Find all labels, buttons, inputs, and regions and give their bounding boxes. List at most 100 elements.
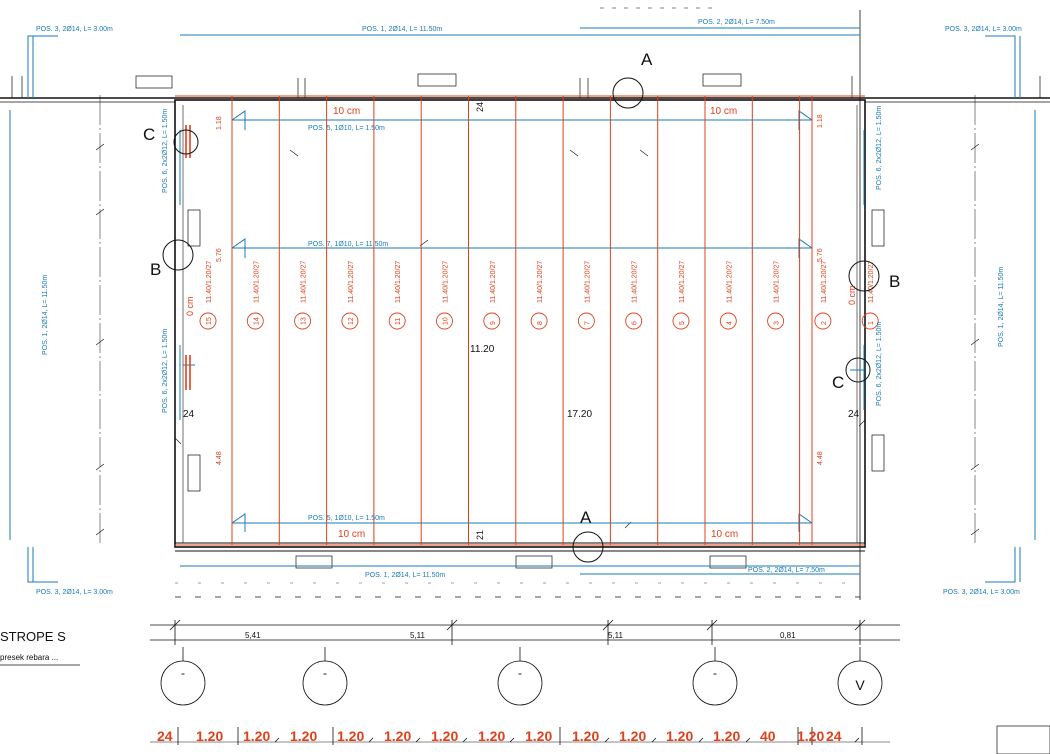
joist-lines bbox=[231, 96, 801, 545]
rebar-label-bottom-pos2: POS. 2, 2Ø14, L= 7.50m bbox=[748, 567, 825, 574]
axis-dim-2: 5,11 bbox=[410, 631, 426, 640]
wall-left: 24 bbox=[183, 409, 195, 420]
section-mark-b-left: B bbox=[150, 260, 161, 279]
joist-number: 4 bbox=[726, 321, 733, 325]
drawing-subtitle: presek rebara ... bbox=[0, 653, 58, 662]
rebar-label-pos6-right-top: POS. 6, 2x2Ø12, L= 1.50m bbox=[876, 106, 883, 190]
joist-number-circle bbox=[814, 312, 832, 330]
span-horizontal: 17.20 bbox=[567, 409, 592, 420]
bottom-dim-label: 1.20 bbox=[337, 728, 364, 744]
bottom-dim-ticks bbox=[177, 727, 863, 745]
red-dim-right-bottom: 4.48 bbox=[817, 451, 824, 465]
axis-labels: 5,41 5,11 5,11 0,81 - - - - V bbox=[181, 631, 865, 693]
drawing-title: STROPE S bbox=[0, 629, 66, 644]
bottom-dim-label: 1.20 bbox=[619, 728, 646, 744]
rebar-label-pos7-mid: POS. 7, 1Ø10, L= 11.50m bbox=[308, 241, 388, 248]
rebar-label-bottom-pos3-left: POS. 3, 2Ø14, L= 3.00m bbox=[36, 589, 113, 596]
spacing-label-top-left: 10 cm bbox=[333, 106, 360, 117]
joist-label: 11.40/1.20/27 bbox=[868, 261, 875, 303]
joist-label: 11.40/1.20/27 bbox=[395, 261, 402, 303]
joist-number: 11 bbox=[395, 318, 402, 325]
joist-number-circle bbox=[483, 312, 501, 330]
joist-number-circle bbox=[577, 312, 595, 330]
joist-number-circle bbox=[530, 312, 548, 330]
joist-number: 7 bbox=[584, 321, 591, 325]
section-mark-a-top: A bbox=[641, 50, 653, 69]
bottom-dim-label: 1.20 bbox=[713, 728, 740, 744]
red-dim-left-bottom: 4.48 bbox=[216, 451, 223, 465]
section-mark-a-bottom: A bbox=[580, 508, 592, 527]
section-mark-b-right: B bbox=[889, 272, 900, 291]
bottom-dim-label: 1.20 bbox=[384, 728, 411, 744]
joist-label: 11.40/1.20/27 bbox=[490, 261, 497, 303]
joist-number: 14 bbox=[253, 317, 260, 325]
axis-marker-1: - bbox=[181, 666, 185, 680]
red-dim-right-top: 1.18 bbox=[817, 114, 824, 128]
rebar-labels: POS. 1, 2Ø14, L= 11.50m POS. 2, 2Ø14, L=… bbox=[36, 19, 1022, 596]
edge-label-left: 0 cm bbox=[185, 296, 195, 316]
edge-label-right: 0 cm bbox=[847, 285, 857, 305]
black-dims: 11.20 17.20 24 24 24 21 bbox=[183, 102, 860, 540]
bottom-dim-label: 1.20 bbox=[572, 728, 599, 744]
rebar-label-pos5-bottom: POS. 5, 1Ø10, L= 1.50m bbox=[308, 515, 385, 522]
axis-dim-3: 5,11 bbox=[608, 631, 624, 640]
joist-label: 11.40/1.20/27 bbox=[584, 261, 591, 303]
joist-number-circle bbox=[719, 312, 737, 330]
spacing-labels: 10 cm 10 cm 10 cm 10 cm 0 cm 0 cm 1.18 5… bbox=[185, 106, 857, 540]
wall-top: 24 bbox=[475, 102, 485, 112]
joist-number: 15 bbox=[206, 317, 213, 325]
rebar-label-top-pos2: POS. 2, 2Ø14, L= 7.50m bbox=[698, 19, 775, 26]
bottom-dim-label: 1.20 bbox=[196, 728, 223, 744]
axis-dim-4: 0,81 bbox=[780, 631, 796, 640]
wall-right: 24 bbox=[848, 409, 860, 420]
rebar-label-pos1-right-vertical: POS. 1, 2Ø14, L= 11.50m bbox=[998, 267, 1005, 347]
joist-number: 9 bbox=[490, 321, 497, 325]
joist-number: 8 bbox=[537, 321, 544, 325]
section-mark-c-right: C bbox=[832, 373, 844, 392]
spacing-label-bottom-left: 10 cm bbox=[338, 529, 365, 540]
red-edge-lines bbox=[175, 95, 865, 546]
joist-number: 2 bbox=[821, 321, 828, 325]
rebar-label-top-pos1: POS. 1, 2Ø14, L= 11.50m bbox=[362, 26, 442, 33]
bottom-dim-label: 40 bbox=[760, 728, 776, 744]
axis-marker-2: - bbox=[323, 666, 327, 680]
bottom-dim-label: 1.20 bbox=[797, 728, 824, 744]
slab-outline bbox=[0, 7, 1050, 600]
joist-number: 1 bbox=[868, 321, 875, 325]
bottom-dim-label: 24 bbox=[157, 728, 173, 744]
joist-texts: 1511.40/1.20/271411.40/1.20/271311.40/1.… bbox=[206, 261, 875, 325]
rebar-label-pos6-left-top: POS. 6, 2x2Ø12, L= 1.50m bbox=[162, 109, 169, 193]
joist-number-circle bbox=[436, 312, 453, 330]
bottom-dim-label: 1.20 bbox=[525, 728, 552, 744]
rebar-label-top-pos3-right: POS. 3, 2Ø14, L= 3.00m bbox=[945, 26, 1022, 33]
title-block bbox=[0, 664, 1050, 754]
axis-dim-1: 5,41 bbox=[245, 631, 261, 640]
title-block-text: STROPE S presek rebara ... bbox=[0, 629, 66, 662]
rebar-label-pos1-left-vertical: POS. 1, 2Ø14, L= 11.50m bbox=[42, 275, 49, 355]
joist-number: 12 bbox=[348, 317, 355, 325]
rebar-lines bbox=[9, 27, 1036, 583]
axis-grid bbox=[150, 619, 900, 743]
bottom-dim-label: 1.20 bbox=[431, 728, 458, 744]
bottom-dim-label: 1.20 bbox=[290, 728, 317, 744]
bottom-dim-label: 1.20 bbox=[243, 728, 270, 744]
joist-label: 11.40/1.20/27 bbox=[253, 261, 260, 303]
joist-label: 11.40/1.20/27 bbox=[821, 261, 828, 303]
wall-bottom: 21 bbox=[475, 530, 485, 540]
joist-number-circle bbox=[294, 312, 312, 330]
red-dim-left-top: 1.18 bbox=[216, 116, 223, 130]
joist-number-circle bbox=[672, 312, 690, 330]
red-dim-left-mid: 5.76 bbox=[216, 248, 223, 262]
section-marks: A A B B C C bbox=[143, 50, 900, 527]
axis-marker-4: - bbox=[713, 666, 717, 680]
bottom-dimension-chain: 24 1.20 1.20 1.20 1.20 1.20 1.20 1.20 1.20 1.20 1.… bbox=[157, 728, 842, 744]
rebar-label-top-pos3-left: POS. 3, 2Ø14, L= 3.00m bbox=[36, 26, 113, 33]
joist-label: 11.40/1.20/27 bbox=[632, 261, 639, 303]
joist-number: 13 bbox=[301, 317, 308, 325]
rebar-label-bottom-pos3-right: POS. 3, 2Ø14, L= 3.00m bbox=[943, 589, 1020, 596]
red-dim-right-mid: 5.76 bbox=[817, 248, 824, 262]
spacing-label-bottom-right: 10 cm bbox=[711, 529, 738, 540]
joist-number: 5 bbox=[679, 321, 686, 325]
joist-number: 10 bbox=[443, 317, 450, 325]
